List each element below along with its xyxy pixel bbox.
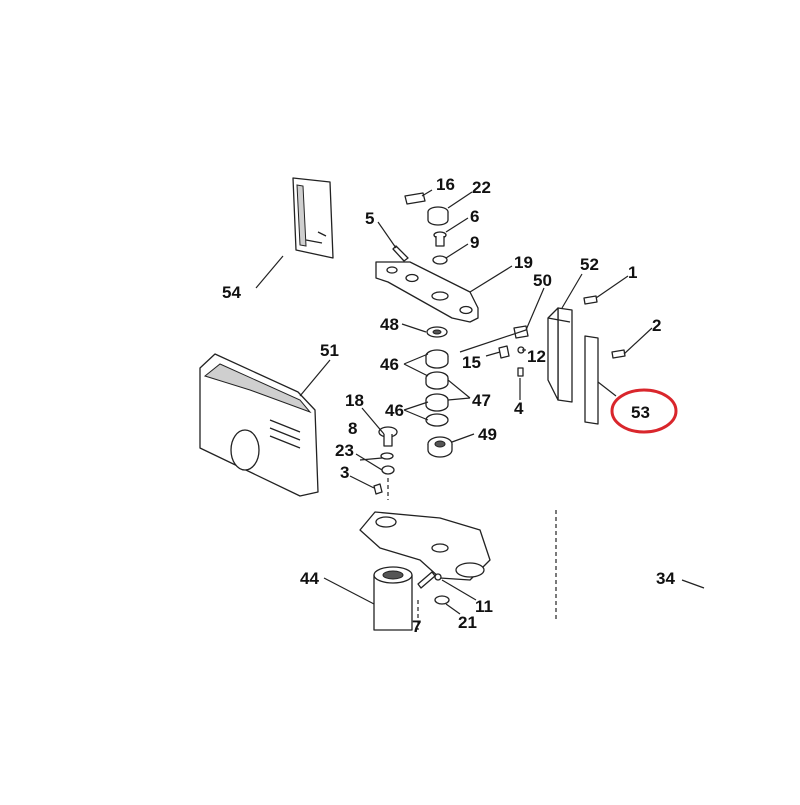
callout-2: 2 — [652, 316, 661, 335]
part-46-bearing-upper — [425, 349, 449, 369]
callout-15: 15 — [462, 353, 481, 372]
callout-12: 12 — [527, 347, 546, 366]
part-19-arm — [375, 261, 479, 323]
callout-46-lower: 46 — [385, 401, 404, 420]
callout-23: 23 — [335, 441, 354, 460]
part-1-screw — [583, 295, 598, 305]
highlight-circle-53 — [610, 388, 678, 434]
callout-48: 48 — [380, 315, 399, 334]
part-47-cup-upper — [425, 371, 449, 390]
part-base-assembly — [359, 511, 491, 581]
part-6-bolt — [433, 231, 447, 247]
callout-9: 9 — [470, 233, 479, 252]
callout-47: 47 — [472, 391, 491, 410]
part-44-tube — [373, 566, 413, 631]
part-4-screw — [517, 367, 524, 377]
callout-1: 1 — [628, 263, 637, 282]
callout-44: 44 — [300, 569, 319, 588]
part-3-screw — [373, 483, 383, 495]
leader-lines — [255, 189, 705, 615]
part-16 — [404, 192, 426, 205]
callout-34: 34 — [656, 569, 675, 588]
callout-19: 19 — [514, 253, 533, 272]
part-8-washer — [380, 452, 394, 460]
callout-22: 22 — [472, 178, 491, 197]
callout-4: 4 — [514, 399, 524, 418]
callout-7: 7 — [412, 617, 421, 636]
part-54-shield — [292, 177, 334, 259]
part-2-screw — [611, 349, 626, 359]
part-18-bolt — [378, 426, 398, 447]
part-5-screw — [392, 245, 409, 262]
part-49-seal — [427, 436, 453, 458]
part-9-washer — [432, 255, 448, 265]
callout-51: 51 — [320, 341, 339, 360]
callout-49: 49 — [478, 425, 497, 444]
callout-54: 54 — [222, 283, 241, 302]
callout-3: 3 — [340, 463, 349, 482]
part-48-race — [426, 326, 448, 338]
part-47-cup-lower — [425, 393, 449, 412]
callout-21: 21 — [458, 613, 477, 632]
part-7-bolt — [417, 571, 436, 589]
callout-50: 50 — [533, 271, 552, 290]
part-46-bearing-lower — [425, 413, 449, 427]
callout-11: 11 — [475, 597, 493, 616]
callout-52: 52 — [580, 255, 599, 274]
callout-8: 8 — [348, 419, 357, 438]
callout-18: 18 — [345, 391, 364, 410]
part-15-nut — [498, 345, 510, 359]
part-11-washer — [434, 573, 442, 581]
callout-labels: 16 22 5 6 9 19 54 50 52 1 2 48 46 15 12 … — [222, 175, 675, 636]
callout-6: 6 — [470, 207, 479, 226]
callout-16: 16 — [436, 175, 455, 194]
part-52-bracket — [547, 307, 573, 403]
part-23-nut — [381, 465, 395, 475]
callout-46-upper: 46 — [380, 355, 399, 374]
part-21-nut — [434, 595, 450, 605]
callout-5: 5 — [365, 209, 374, 228]
part-53-strip — [584, 335, 599, 425]
part-51-cover — [199, 353, 319, 497]
callout-53: 53 — [631, 403, 650, 422]
part-22-bushing — [427, 206, 449, 226]
